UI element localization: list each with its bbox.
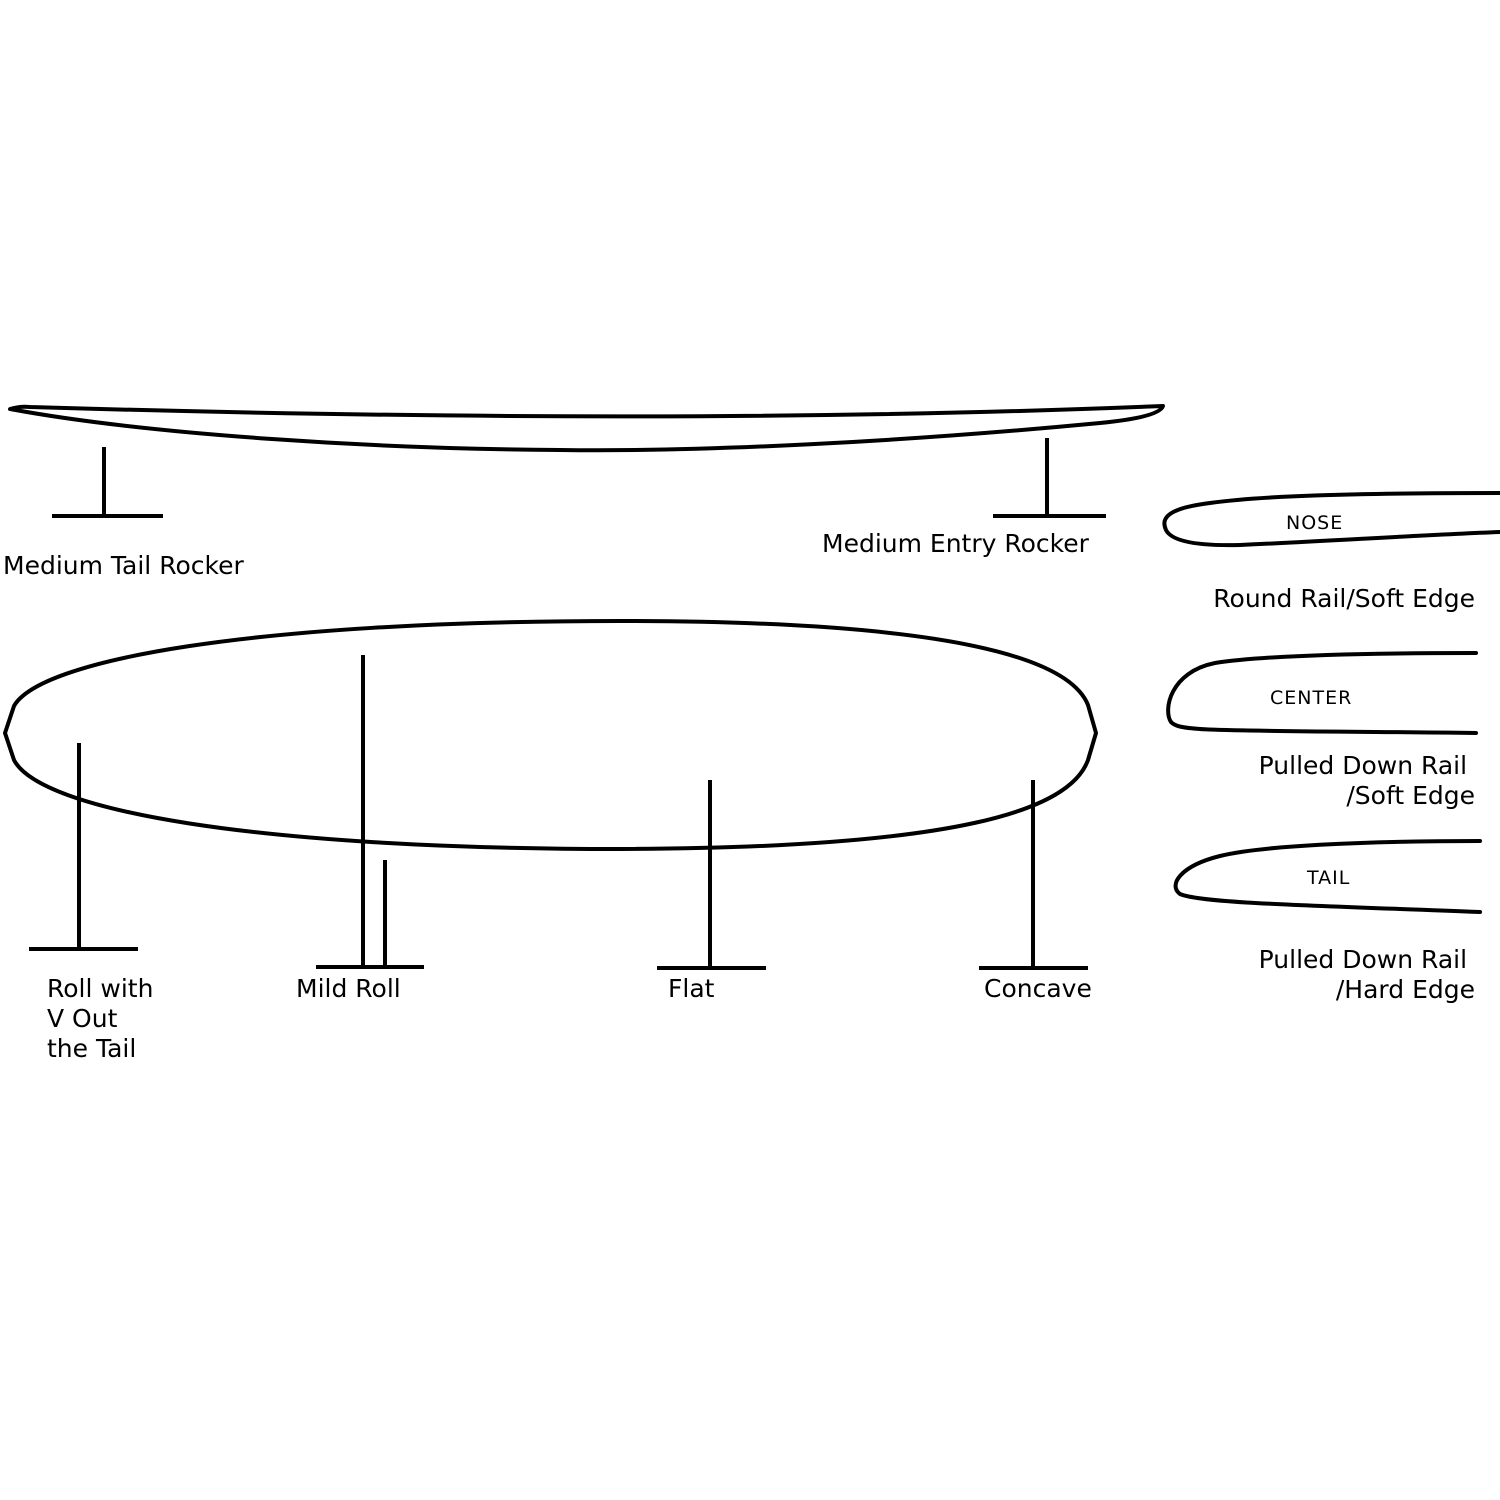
tail-rail-line-2: /Hard Edge	[1336, 975, 1475, 1004]
center-rail-description: Pulled Down Rail /Soft Edge	[1259, 751, 1475, 810]
flat-label: Flat	[668, 974, 715, 1003]
mild-roll-label: Mild Roll	[296, 974, 401, 1003]
nose-rail-shape	[1162, 491, 1500, 548]
concave-label: Concave	[984, 974, 1092, 1003]
rocker-profile: Medium Tail Rocker Medium Entry Rocker	[3, 404, 1165, 580]
tail-rail-description: Pulled Down Rail /Hard Edge	[1259, 945, 1475, 1004]
roll-v-line-3: the Tail	[47, 1034, 136, 1063]
tail-rail-shape	[1173, 839, 1482, 914]
center-rail-shape	[1166, 651, 1478, 735]
nose-section-tag: NOSE	[1286, 512, 1343, 534]
tail-section-tag: TAIL	[1306, 867, 1350, 889]
roll-v-label: Roll with V Out the Tail	[47, 974, 161, 1063]
board-bottom-outline	[3, 619, 1098, 851]
tail-rail-line-1: Pulled Down Rail	[1259, 945, 1467, 974]
center-rail-line-1: Pulled Down Rail	[1259, 751, 1467, 780]
nose-rail-description: Round Rail/Soft Edge	[1213, 584, 1475, 613]
roll-v-line-1: Roll with	[47, 974, 153, 1003]
center-rail-line-2: /Soft Edge	[1346, 781, 1475, 810]
entry-rocker-label: Medium Entry Rocker	[822, 529, 1090, 558]
roll-v-line-2: V Out	[47, 1004, 118, 1033]
bottom-contour-view: Roll with V Out the Tail Mild Roll Flat …	[3, 619, 1098, 1063]
tail-rocker-label: Medium Tail Rocker	[3, 551, 244, 580]
rail-sections: NOSE Round Rail/Soft Edge CENTER Pulled …	[1162, 491, 1500, 1004]
center-section-tag: CENTER	[1270, 687, 1352, 709]
board-side-profile	[8, 404, 1165, 453]
